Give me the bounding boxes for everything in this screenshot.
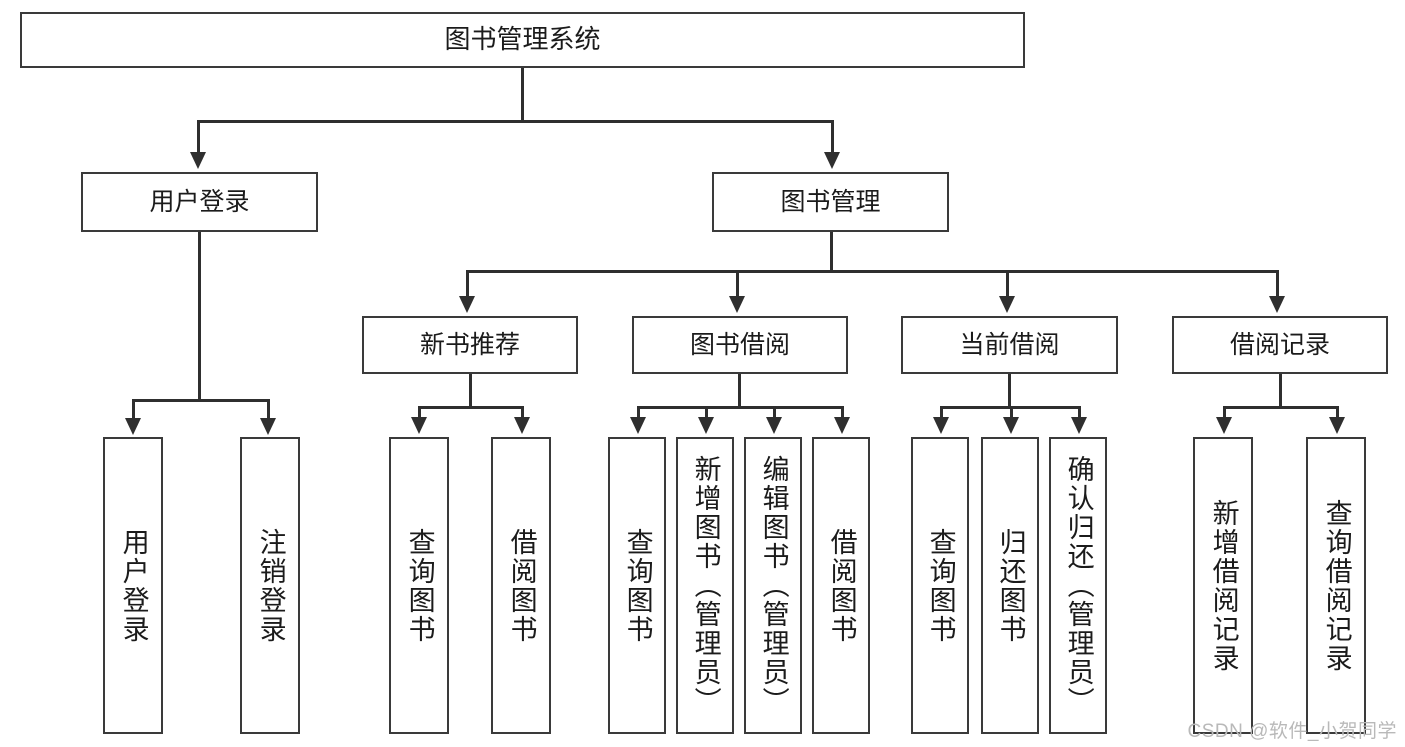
leaf-book-borrow-query-book-label: 查询图书 xyxy=(622,527,653,644)
connector-new-book-to-leaf-2 xyxy=(521,406,524,420)
connector-book-borrow-bus xyxy=(637,406,844,409)
node-book-management[interactable]: 图书管理 xyxy=(712,172,949,232)
leaf-book-borrow-query-book[interactable]: 查询图书 xyxy=(608,437,666,734)
connector-borrow-record-to-leaf-1 xyxy=(1223,406,1226,420)
connector-book-mgmt-to-current-borrow xyxy=(1006,270,1009,298)
leaf-borrow-record-add-record[interactable]: 新增借阅记录 xyxy=(1193,437,1253,734)
arrow-book-borrow-to-leaf-4 xyxy=(834,417,850,434)
leaf-book-borrow-borrow-book-label: 借阅图书 xyxy=(826,527,857,644)
leaf-new-book-query-book[interactable]: 查询图书 xyxy=(389,437,449,734)
arrow-borrow-record-to-leaf-1 xyxy=(1216,417,1232,434)
leaf-user-login-login-label: 用户登录 xyxy=(118,527,149,644)
leaf-current-borrow-return-book-label: 归还图书 xyxy=(995,527,1026,644)
leaf-borrow-record-query-record-label: 查询借阅记录 xyxy=(1321,498,1352,673)
connector-new-book-to-leaf-1 xyxy=(418,406,421,420)
node-book-management-label: 图书管理 xyxy=(780,187,881,216)
connector-current-borrow-to-leaf-1 xyxy=(940,406,943,420)
node-current-borrow[interactable]: 当前借阅 xyxy=(901,316,1118,374)
arrow-current-borrow-to-leaf-3 xyxy=(1071,417,1087,434)
leaf-book-borrow-add-book[interactable]: 新增图书（管理员） xyxy=(676,437,734,734)
leaf-new-book-borrow-book[interactable]: 借阅图书 xyxy=(491,437,551,734)
connector-user-login-to-leaf-1 xyxy=(132,399,135,421)
arrow-current-borrow-to-leaf-2 xyxy=(1003,417,1019,434)
connector-user-login-bus xyxy=(132,399,268,402)
arrow-current-borrow-to-leaf-1 xyxy=(933,417,949,434)
leaf-borrow-record-query-record[interactable]: 查询借阅记录 xyxy=(1306,437,1366,734)
leaf-book-borrow-edit-book-label: 编辑图书（管理员） xyxy=(758,455,789,716)
arrow-root-to-book-mgmt xyxy=(824,152,840,169)
connector-root-to-book-mgmt xyxy=(831,120,834,155)
connector-borrow-record-bus xyxy=(1223,406,1338,409)
leaf-current-borrow-confirm-return[interactable]: 确认归还（管理员） xyxy=(1049,437,1107,734)
arrow-book-mgmt-to-new-book xyxy=(459,296,475,313)
connector-root-stem xyxy=(521,68,524,122)
connector-root-bus xyxy=(197,120,834,123)
connector-user-login-stem xyxy=(198,232,201,401)
leaf-current-borrow-query-book-label: 查询图书 xyxy=(925,527,956,644)
watermark-text: CSDN @软件_小贺同学 xyxy=(1187,721,1397,742)
connector-book-mgmt-bus xyxy=(466,270,1278,273)
leaf-user-login-login[interactable]: 用户登录 xyxy=(103,437,163,734)
node-book-borrow-label: 图书借阅 xyxy=(689,330,790,359)
leaf-new-book-query-book-label: 查询图书 xyxy=(404,527,435,644)
leaf-new-book-borrow-book-label: 借阅图书 xyxy=(506,527,537,644)
arrow-book-borrow-to-leaf-3 xyxy=(766,417,782,434)
connector-book-borrow-to-leaf-2 xyxy=(705,406,708,420)
connector-book-borrow-stem xyxy=(738,374,741,408)
connector-book-mgmt-to-borrow-record xyxy=(1276,270,1279,298)
node-root-system[interactable]: 图书管理系统 xyxy=(20,12,1025,68)
arrow-book-mgmt-to-current-borrow xyxy=(999,296,1015,313)
connector-user-login-to-leaf-2 xyxy=(267,399,270,421)
connector-current-borrow-to-leaf-2 xyxy=(1010,406,1013,420)
node-current-borrow-label: 当前借阅 xyxy=(959,330,1060,359)
arrow-user-login-to-leaf-1 xyxy=(125,418,141,435)
arrow-borrow-record-to-leaf-2 xyxy=(1329,417,1345,434)
node-borrow-record-label: 借阅记录 xyxy=(1229,330,1330,359)
arrow-book-borrow-to-leaf-1 xyxy=(630,417,646,434)
connector-book-borrow-to-leaf-3 xyxy=(773,406,776,420)
node-book-borrow[interactable]: 图书借阅 xyxy=(632,316,848,374)
connector-borrow-record-stem xyxy=(1279,374,1282,408)
arrow-user-login-to-leaf-2 xyxy=(260,418,276,435)
leaf-current-borrow-return-book[interactable]: 归还图书 xyxy=(981,437,1039,734)
leaf-borrow-record-add-record-label: 新增借阅记录 xyxy=(1208,498,1239,673)
connector-borrow-record-to-leaf-2 xyxy=(1336,406,1339,420)
node-user-login-label: 用户登录 xyxy=(149,187,250,216)
connector-book-borrow-to-leaf-1 xyxy=(637,406,640,420)
arrow-book-mgmt-to-borrow-book xyxy=(729,296,745,313)
leaf-book-borrow-edit-book[interactable]: 编辑图书（管理员） xyxy=(744,437,802,734)
arrow-new-book-to-leaf-2 xyxy=(514,417,530,434)
node-new-book-recommend[interactable]: 新书推荐 xyxy=(362,316,578,374)
arrow-book-borrow-to-leaf-2 xyxy=(698,417,714,434)
connector-book-borrow-to-leaf-4 xyxy=(841,406,844,420)
node-user-login[interactable]: 用户登录 xyxy=(81,172,318,232)
connector-book-mgmt-to-borrow-book xyxy=(736,270,739,298)
node-root-system-label: 图书管理系统 xyxy=(444,24,601,55)
connector-new-book-stem xyxy=(469,374,472,408)
leaf-current-borrow-confirm-return-label: 确认归还（管理员） xyxy=(1063,455,1094,716)
leaf-user-login-logout-label: 注销登录 xyxy=(255,527,286,644)
leaf-book-borrow-borrow-book[interactable]: 借阅图书 xyxy=(812,437,870,734)
arrow-book-mgmt-to-borrow-record xyxy=(1269,296,1285,313)
connector-book-mgmt-stem xyxy=(830,232,833,272)
leaf-book-borrow-add-book-label: 新增图书（管理员） xyxy=(690,455,721,716)
node-borrow-record[interactable]: 借阅记录 xyxy=(1172,316,1388,374)
node-new-book-recommend-label: 新书推荐 xyxy=(419,330,520,359)
connector-root-to-user-login xyxy=(197,120,200,155)
leaf-user-login-logout[interactable]: 注销登录 xyxy=(240,437,300,734)
arrow-root-to-user-login xyxy=(190,152,206,169)
connector-current-borrow-stem xyxy=(1008,374,1011,408)
arrow-new-book-to-leaf-1 xyxy=(411,417,427,434)
connector-new-book-bus xyxy=(418,406,523,409)
connector-book-mgmt-to-new-book xyxy=(466,270,469,298)
connector-current-borrow-to-leaf-3 xyxy=(1078,406,1081,420)
leaf-current-borrow-query-book[interactable]: 查询图书 xyxy=(911,437,969,734)
